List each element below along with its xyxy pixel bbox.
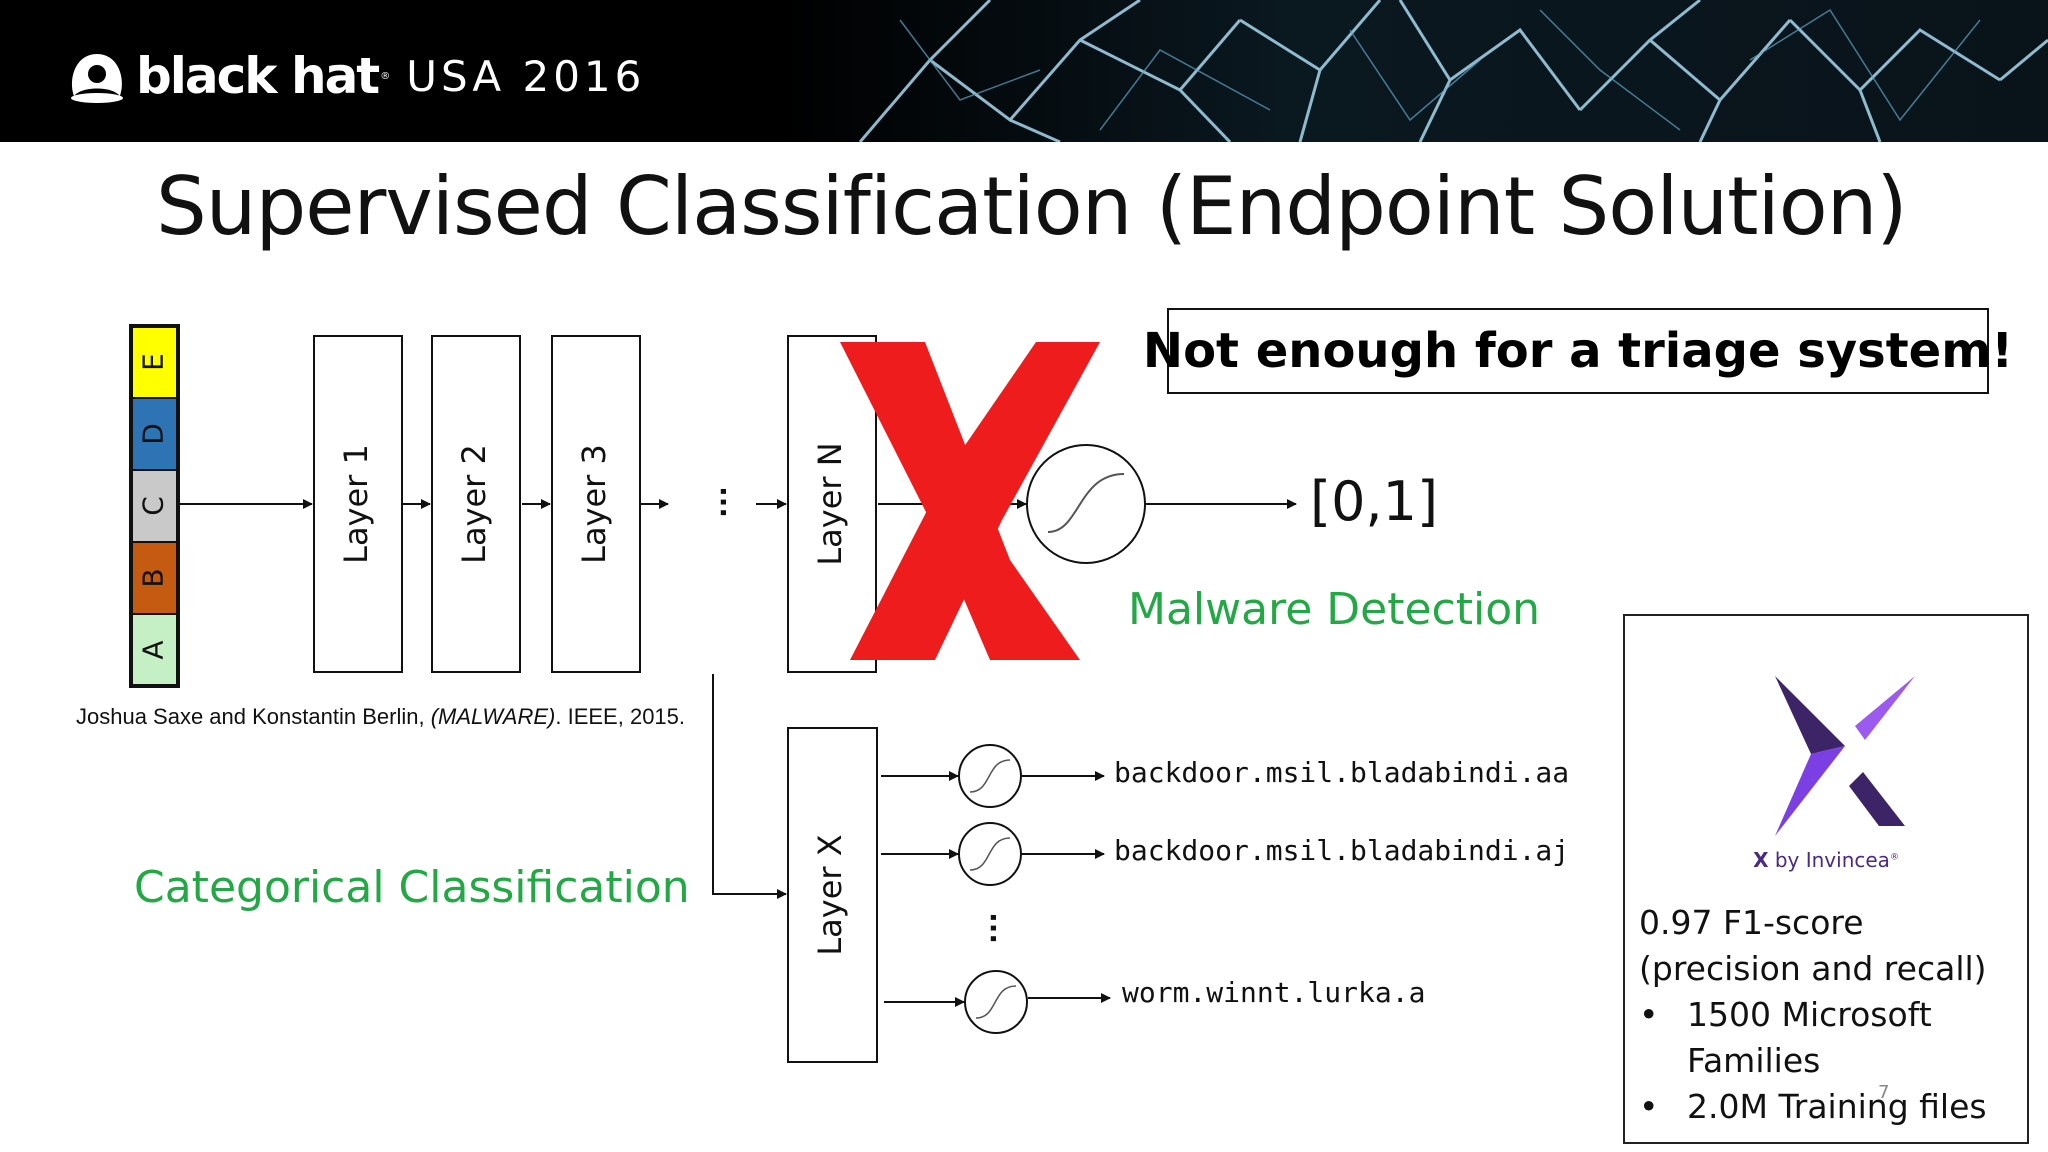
categorical-classification-label: Categorical Classification (134, 862, 690, 913)
layer-label: Layer 2 (455, 444, 493, 564)
layer-label: Layer 1 (337, 444, 375, 564)
stats-lead: 0.97 F1-score (precision and recall) (1639, 903, 1987, 988)
input-segment-c: C (130, 469, 179, 543)
malware-detection-label: Malware Detection (1128, 584, 1541, 635)
shattered-glass-graphic (780, 0, 2048, 142)
stats-box: X by Invincea® 0.97 F1-score (precision … (1623, 614, 2029, 1144)
red-cross-mark (840, 342, 1100, 660)
categorical-outputs: ... (881, 744, 1111, 1034)
family-label: backdoor.msil.bladabindi.aj (1114, 834, 1570, 867)
header-banner: black hat ® USA 2016 (0, 0, 2048, 142)
trademark-mark: ® (380, 70, 391, 82)
invincea-x-logo (1775, 676, 1915, 836)
callout-text: Not enough for a triage system! (1142, 323, 2014, 379)
input-segment-label: C (137, 496, 170, 516)
layer-box-2: Layer 2 (431, 335, 521, 673)
family-label: worm.winnt.lurka.a (1122, 976, 1426, 1009)
binary-output-range: [0,1] (1310, 470, 1439, 533)
citation: Joshua Saxe and Konstantin Berlin, (MALW… (76, 704, 686, 729)
input-segment-label: A (137, 640, 170, 659)
layer-box-1: Layer 1 (313, 335, 403, 673)
sigmoid-icon (958, 822, 1022, 886)
outputs-ellipsis: ... (970, 912, 1003, 944)
hat-icon (71, 54, 123, 103)
input-segment-e: E (130, 325, 179, 399)
input-feature-vector: A B C D E (129, 324, 180, 688)
page-number: 7 (1878, 1082, 1890, 1103)
page-title: Supervised Classification (Endpoint Solu… (156, 160, 1908, 253)
input-segment-label: E (137, 353, 170, 371)
sigmoid-icon (964, 970, 1028, 1034)
layers-ellipsis: ... (700, 486, 733, 518)
layer-box-3: Layer 3 (551, 335, 641, 673)
callout-box: Not enough for a triage system! (1143, 308, 2013, 394)
stats-bullets: 1500 Microsoft Families 2.0M Training fi… (1639, 992, 2023, 1130)
stats-bullet: 1500 Microsoft Families (1639, 992, 2023, 1084)
branch-connector (712, 674, 787, 899)
layer-label: Layer N (811, 442, 849, 565)
layer-x-box: Layer X (787, 727, 878, 1063)
input-segment-b: B (130, 541, 179, 615)
brand-name: black hat (136, 47, 380, 105)
family-label: backdoor.msil.bladabindi.aa (1114, 756, 1570, 789)
input-segment-label: D (137, 423, 170, 445)
blackhat-logo: black hat ® USA 2016 (66, 46, 645, 106)
stats-text: 0.97 F1-score (precision and recall) 150… (1639, 900, 2023, 1130)
input-segment-label: B (137, 568, 170, 587)
layer-label: Layer 3 (575, 444, 613, 564)
layer-box-4: Layer N (787, 335, 877, 673)
input-segment-a: A (130, 613, 179, 687)
invincea-brand: X by Invincea® (1753, 848, 1899, 872)
sigmoid-icon (958, 744, 1022, 808)
sigmoid-icon (1026, 444, 1146, 564)
stats-bullet: 2.0M Training files (1639, 1084, 2023, 1130)
hidden-layers: Layer 1 Layer 2 Layer 3 Layer N (313, 335, 877, 673)
event-name: USA 2016 (406, 51, 646, 101)
input-segment-d: D (130, 397, 179, 471)
svg-text:Layer X: Layer X (811, 834, 849, 955)
input-stack-border (129, 324, 180, 688)
